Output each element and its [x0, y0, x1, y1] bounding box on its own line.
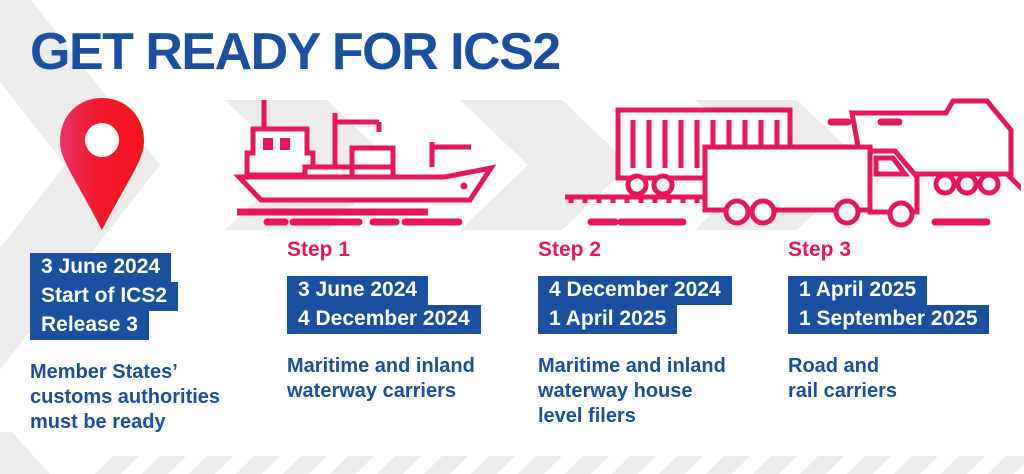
truck-wheel	[723, 198, 751, 226]
ship-crane	[332, 113, 382, 167]
rail-wagon-slats	[630, 120, 780, 168]
locomotive-wheel	[933, 172, 957, 196]
milestone-description: Member States’ customs authorities must …	[30, 361, 221, 433]
wagon-wheel	[651, 173, 675, 197]
pin-hole	[85, 123, 119, 157]
step1-datebox: 3 June 2024 4 December 2024	[287, 276, 481, 334]
datebox-line: 4 December 2024	[538, 276, 732, 305]
bottom-stripe-band	[0, 456, 1024, 474]
step2-column: Step 2 4 December 2024 1 April 2025 Mari…	[538, 238, 732, 429]
ship-hull	[233, 164, 497, 203]
wagon-wheel	[625, 173, 649, 197]
pin-body	[60, 98, 144, 230]
step2-datebox: 4 December 2024 1 April 2025	[538, 276, 732, 334]
truck-wheel	[887, 200, 915, 228]
locomotive-wheel	[955, 172, 979, 196]
locomotive-wheel	[977, 172, 1001, 196]
ship-window	[263, 138, 273, 150]
locomotive-coupler	[1005, 172, 1021, 191]
ship-porthole	[460, 182, 468, 190]
datebox-line: 4 December 2024	[287, 305, 481, 334]
step2-description: Maritime and inland waterway house level…	[538, 355, 726, 427]
page-title: GET READY FOR ICS2	[30, 23, 561, 81]
datebox-line: Start of ICS2	[30, 282, 179, 311]
step3-description: Road and rail carriers	[788, 355, 897, 402]
truck-and-train-icon	[565, 98, 1021, 228]
datebox-line: 3 June 2024	[30, 253, 172, 282]
datebox-line: 1 September 2025	[788, 305, 989, 334]
stripe-decoration	[63, 456, 139, 474]
step3-column: Step 3 1 April 2025 1 September 2025 Roa…	[788, 238, 989, 404]
datebox-line: 1 April 2025	[538, 305, 678, 334]
step1-column: Step 1 3 June 2024 4 December 2024 Marit…	[287, 238, 481, 404]
step-label: Step 1	[287, 238, 351, 261]
step1-description: Maritime and inland waterway carriers	[287, 355, 475, 402]
ship-mast-right	[429, 142, 471, 167]
ship-container-top	[349, 145, 396, 170]
datebox-line: Release 3	[30, 311, 149, 340]
ship-window	[280, 138, 290, 150]
step-label: Step 2	[538, 238, 602, 261]
step3-datebox: 1 April 2025 1 September 2025	[788, 276, 989, 334]
step-label: Step 3	[788, 238, 852, 261]
cargo-ship-icon	[233, 100, 497, 226]
truck-wheel	[833, 198, 861, 226]
datebox-line: 3 June 2024	[287, 276, 429, 305]
truck-wheel	[749, 198, 777, 226]
rail-ties	[568, 197, 700, 203]
milestone-column: 3 June 2024 Start of ICS2 Release 3 Memb…	[30, 253, 220, 435]
datebox-line: 1 April 2025	[788, 276, 928, 305]
location-pin-icon	[60, 98, 144, 230]
milestone-datebox: 3 June 2024 Start of ICS2 Release 3	[30, 253, 220, 340]
truck-cab-window	[873, 155, 910, 177]
